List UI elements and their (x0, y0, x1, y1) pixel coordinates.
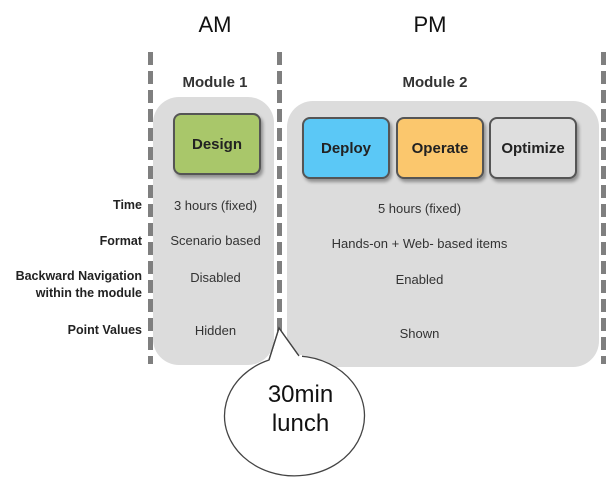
module-2-point-values: Shown (399, 326, 440, 341)
module-1-time: 3 hours (fixed) (173, 198, 258, 213)
row-label-format: Format (99, 234, 142, 248)
row-label-line-1: Backward Navigation (15, 269, 142, 283)
left-separator (148, 52, 153, 364)
row-label-time: Time (113, 198, 142, 212)
module-1-point-values: Hidden (194, 323, 237, 338)
stage-deploy: Deploy (302, 117, 390, 179)
row-label-point-values: Point Values (67, 323, 142, 337)
module-2-title: Module 2 (402, 74, 468, 91)
stage-optimize: Optimize (489, 117, 577, 179)
row-label-backward-navigation: Backward Navigation within the module (0, 268, 142, 302)
module-2-format: Hands-on + Web- based items (331, 236, 508, 251)
module-2-time: 5 hours (fixed) (377, 201, 462, 216)
callout-line-1: 30min (267, 381, 334, 408)
middle-separator (277, 52, 282, 364)
stage-design: Design (173, 113, 261, 175)
module-1-backward-navigation: Disabled (190, 270, 241, 285)
lunch-callout-text: 30min lunch (232, 380, 369, 438)
row-label-line-2: within the module (35, 286, 142, 300)
module-2-backward-navigation: Enabled (395, 272, 444, 287)
stage-operate: Operate (396, 117, 484, 179)
module-1-format: Scenario based (170, 233, 261, 248)
pm-header: PM (413, 12, 447, 37)
callout-line-2: lunch (271, 410, 330, 437)
right-separator (601, 52, 606, 364)
am-header: AM (198, 12, 232, 37)
module-1-title: Module 1 (182, 74, 248, 91)
